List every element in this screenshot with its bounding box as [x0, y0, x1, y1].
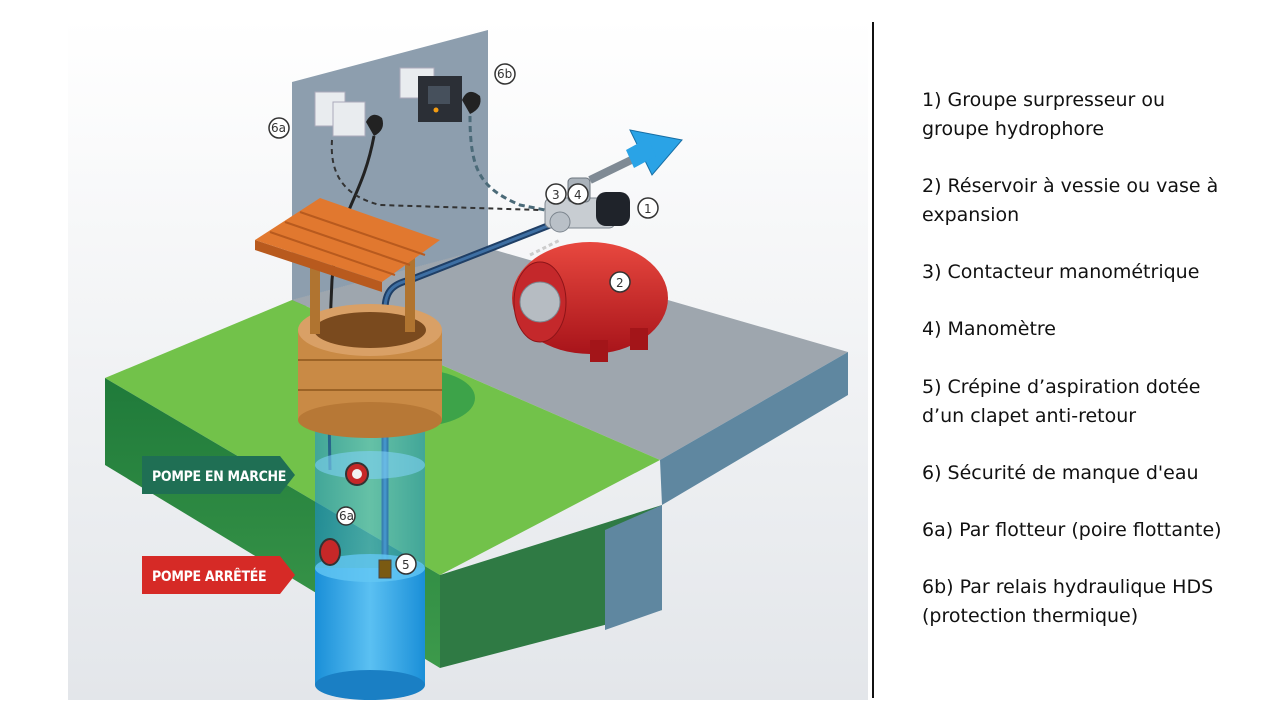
- marker-2: 2: [609, 271, 631, 293]
- svg-text:2: 2: [616, 276, 624, 290]
- legend-item-6b: 6b) Par relais hydraulique HDS (protecti…: [922, 576, 1214, 627]
- svg-text:6b: 6b: [497, 67, 512, 81]
- suction-strainer: [378, 559, 392, 579]
- svg-text:5: 5: [402, 558, 410, 572]
- wall-sockets: [314, 67, 481, 137]
- legend-item-2: 2) Réservoir à vessie ou vase à expansio…: [922, 175, 1219, 226]
- svg-text:3: 3: [552, 188, 560, 202]
- expansion-tank: [512, 238, 668, 362]
- svg-text:1: 1: [644, 202, 652, 216]
- booster-pump: [544, 177, 630, 233]
- legend-item-6: 6) Sécurité de manque d'eau: [922, 462, 1199, 484]
- concrete-floor: [292, 248, 848, 460]
- well: [255, 198, 442, 700]
- legend-item-4: 4) Manomètre: [922, 318, 1056, 340]
- legend-item-1: 1) Groupe surpresseur ou groupe hydropho…: [922, 89, 1166, 140]
- float-switch-low: [319, 538, 341, 566]
- marker-6b-top: 6b: [494, 63, 516, 85]
- svg-text:6a: 6a: [271, 121, 286, 135]
- marker-5: 5: [395, 553, 417, 575]
- outlet-arrow: [588, 129, 683, 184]
- svg-text:POMPE ARRÊTÉE: POMPE ARRÊTÉE: [152, 568, 266, 585]
- marker-1: 1: [637, 197, 659, 219]
- vertical-divider: [872, 22, 874, 698]
- svg-text:6a: 6a: [339, 509, 354, 523]
- legend-item-5: 5) Crépine d’aspiration dotée d’un clape…: [922, 376, 1201, 427]
- tag-pump-on: POMPE EN MARCHE: [142, 456, 295, 494]
- marker-6a-well: 6a: [336, 506, 356, 526]
- legend-item-3: 3) Contacteur manométrique: [922, 261, 1200, 283]
- legend-item-6a: 6a) Par flotteur (poire flottante): [922, 519, 1222, 541]
- legend-list: 1) Groupe surpresseur ou groupe hydropho…: [922, 86, 1222, 659]
- well-pump-illustration: POMPE EN MARCHE POMPE ARRÊTÉE 1 2 3 4 5 …: [68, 18, 868, 700]
- float-switch-high: [345, 462, 369, 486]
- svg-text:4: 4: [574, 188, 582, 202]
- marker-4: 4: [567, 183, 589, 205]
- marker-6a-top: 6a: [268, 117, 290, 139]
- marker-3: 3: [545, 183, 567, 205]
- svg-text:POMPE EN MARCHE: POMPE EN MARCHE: [152, 469, 286, 485]
- tag-pump-off: POMPE ARRÊTÉE: [142, 556, 295, 594]
